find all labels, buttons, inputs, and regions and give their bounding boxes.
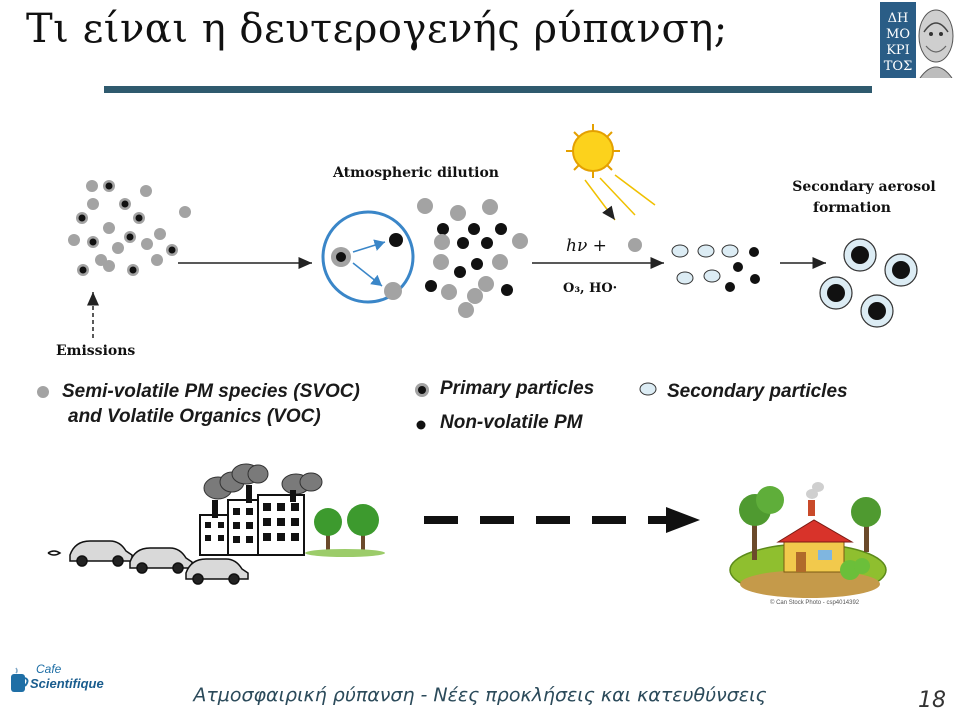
coffee-cup-icon xyxy=(11,667,29,692)
demokritos-logo: ΔΗ ΜΟ ΚΡΙ ΤΟΣ xyxy=(880,2,954,78)
legend-svoc-marker xyxy=(37,386,49,398)
dilution-label: Atmospheric dilution xyxy=(332,165,499,181)
reactant-particle xyxy=(628,238,642,252)
reaction-label-top: hν + xyxy=(566,236,607,256)
trees-icon xyxy=(305,504,385,557)
cars-icon xyxy=(47,540,249,585)
legend-svoc-line2: and Volatile Organics (VOC) xyxy=(68,406,321,427)
svg-text:ΚΡΙ: ΚΡΙ xyxy=(886,43,910,58)
cafe-logo-line1: Cafe xyxy=(36,662,62,676)
secondary-aerosols xyxy=(819,238,918,328)
reaction-label-bottom: O₃, HO· xyxy=(563,281,617,296)
secondary-cluster xyxy=(671,244,760,292)
smoke-clouds xyxy=(203,463,323,500)
transport-arrow-head xyxy=(666,507,700,533)
secondary-aerosol-diagram: Emissions Atmospheric dilution xyxy=(56,124,936,359)
emissions-label: Emissions xyxy=(56,343,135,359)
diluted-cluster xyxy=(417,198,528,318)
legend-nonvolatile-marker xyxy=(416,420,426,430)
sunlight-rays xyxy=(584,174,656,221)
svg-text:ΤΟΣ: ΤΟΣ xyxy=(884,59,913,74)
photo-credit: © Can Stock Photo - csp4014392 xyxy=(770,600,860,606)
formation-label-line2: formation xyxy=(813,200,891,216)
legend-nonvolatile: Non-volatile PM xyxy=(440,412,583,433)
house-scene-icon xyxy=(729,482,887,598)
cafe-logo-line2: Scientifique xyxy=(30,676,104,691)
legend-svoc-line1: Semi-volatile PM species (SVOC) xyxy=(62,381,360,402)
formation-label-line1: Secondary aerosol xyxy=(792,179,936,195)
legend-secondary: Secondary particles xyxy=(667,381,848,402)
sun-icon xyxy=(566,124,620,178)
svg-text:ΜΟ: ΜΟ xyxy=(886,27,910,42)
title-underline xyxy=(104,86,872,93)
emission-cluster xyxy=(68,180,191,276)
legend-primary: Primary particles xyxy=(440,378,595,399)
legend-primary-marker xyxy=(415,383,429,397)
cafe-scientifique-logo: Cafe Scientifique xyxy=(8,662,108,712)
page-title: Τι είναι η δευτερογενής ρύπανση; xyxy=(26,6,728,52)
footer-title: Ατμοσφαιρική ρύπανση - Νέες προκλήσεις κ… xyxy=(193,684,767,706)
svg-text:ΔΗ: ΔΗ xyxy=(888,11,909,26)
factory-icon xyxy=(199,485,305,556)
page-number: 18 xyxy=(918,688,946,713)
pollution-transport-scene xyxy=(47,463,887,598)
dilution-circle xyxy=(321,210,415,304)
legend-secondary-marker xyxy=(639,382,657,396)
